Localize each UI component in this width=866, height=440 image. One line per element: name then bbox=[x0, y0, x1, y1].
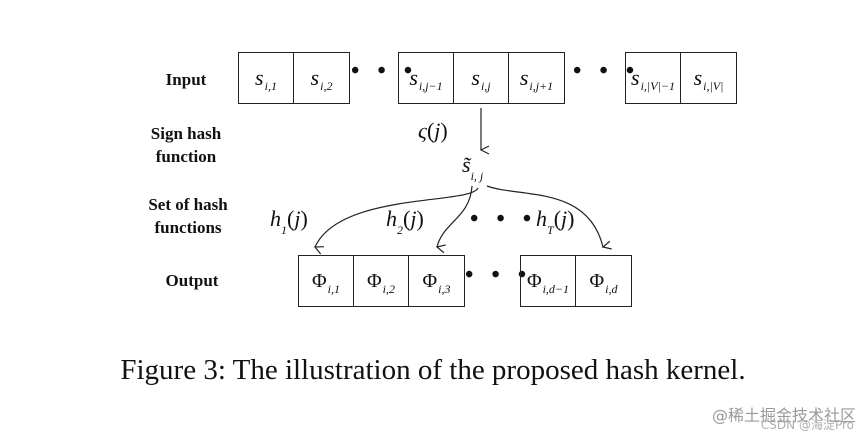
hash-arrow-2 bbox=[437, 185, 473, 247]
hash-function-1-arg: j bbox=[294, 206, 301, 231]
input-cell-symbol: s bbox=[631, 65, 640, 90]
output-cell-symbol: Φ bbox=[526, 269, 542, 292]
input-cell-subscript: i,1 bbox=[264, 78, 277, 93]
output-cell-symbol: Φ bbox=[367, 269, 382, 292]
output-cell-subscript: i,d−1 bbox=[542, 281, 570, 296]
input-cell-subscript: i,|V|−1 bbox=[640, 78, 675, 93]
hash-functions-ellipsis: • • • bbox=[470, 206, 538, 232]
hash-function-2-subscript: 2 bbox=[397, 223, 403, 237]
output-cell-symbol: Φ bbox=[422, 269, 438, 292]
input-cell-symbol: s bbox=[409, 65, 418, 90]
sign-hash-label-line2: function bbox=[155, 147, 217, 166]
output-cell-symbol: Φ bbox=[589, 269, 605, 292]
hash-function-2-symbol: h bbox=[386, 206, 397, 231]
input-cell-subscript: i,j bbox=[480, 78, 491, 93]
hash-set-label-line1: Set of hash bbox=[148, 195, 228, 214]
hash-set-row-label: Set of hash functions bbox=[126, 193, 250, 239]
sign-function-symbol: ς bbox=[418, 118, 427, 143]
output-cell-symbol: Φ bbox=[312, 269, 327, 292]
hash-function-T-label: hT(j) bbox=[536, 206, 575, 237]
hash-function-2-label: h2(j) bbox=[386, 206, 424, 237]
signed-value-subscript: i, j bbox=[470, 169, 484, 183]
output-cell-subscript: i,d bbox=[605, 281, 618, 296]
sign-hash-label-line1: Sign hash bbox=[150, 124, 222, 143]
signed-value-label: s̃i, j bbox=[462, 152, 483, 183]
input-cell-symbol: s bbox=[693, 65, 703, 90]
input-cell-symbol: s bbox=[255, 65, 264, 90]
sign-hash-row-label: Sign hash function bbox=[130, 122, 242, 168]
hash-function-1-symbol: h bbox=[270, 206, 281, 231]
input-cell-symbol: s bbox=[310, 65, 320, 90]
input-cell-symbol: s bbox=[471, 65, 480, 90]
hash-function-1-subscript: 1 bbox=[281, 223, 287, 237]
hash-function-T-symbol: h bbox=[536, 206, 547, 231]
input-ellipsis-1: • • • bbox=[351, 58, 419, 84]
output-cell-subscript: i,2 bbox=[382, 281, 395, 296]
sign-function-arg: j bbox=[434, 118, 441, 143]
input-cell-subscript: i,2 bbox=[320, 78, 333, 93]
input-cell-subscript: i,|V| bbox=[703, 78, 724, 93]
hash-set-label-line2: functions bbox=[154, 218, 222, 237]
hash-function-2-arg: j bbox=[410, 206, 417, 231]
hash-function-1-label: h1(j) bbox=[270, 206, 308, 237]
input-cell-subscript: i,j+1 bbox=[529, 78, 554, 93]
watermark-juejin: @稀土掘金技术社区 bbox=[711, 406, 856, 425]
output-cell-subscript: i,3 bbox=[438, 281, 451, 296]
input-ellipsis-2: • • • bbox=[573, 58, 641, 84]
hash-arrow-T bbox=[486, 185, 603, 247]
hash-function-T-arg: j bbox=[561, 206, 568, 231]
input-cell-symbol: s bbox=[519, 65, 529, 90]
hash-arrow-1 bbox=[315, 187, 479, 247]
hash-function-T-subscript: T bbox=[547, 223, 554, 237]
input-row-label: Input bbox=[165, 70, 207, 89]
input-cell-subscript: i,j−1 bbox=[418, 78, 443, 93]
watermark-csdn: CSDN @海淀Pro bbox=[760, 418, 854, 432]
output-ellipsis: • • • bbox=[465, 262, 533, 288]
signed-value-symbol: s̃ bbox=[462, 152, 471, 177]
output-row-label: Output bbox=[165, 271, 219, 290]
output-cell-subscript: i,1 bbox=[327, 281, 340, 296]
figure-caption: Figure 3: The illustration of the propos… bbox=[120, 354, 746, 386]
sign-function-label: ς(j) bbox=[418, 118, 448, 143]
